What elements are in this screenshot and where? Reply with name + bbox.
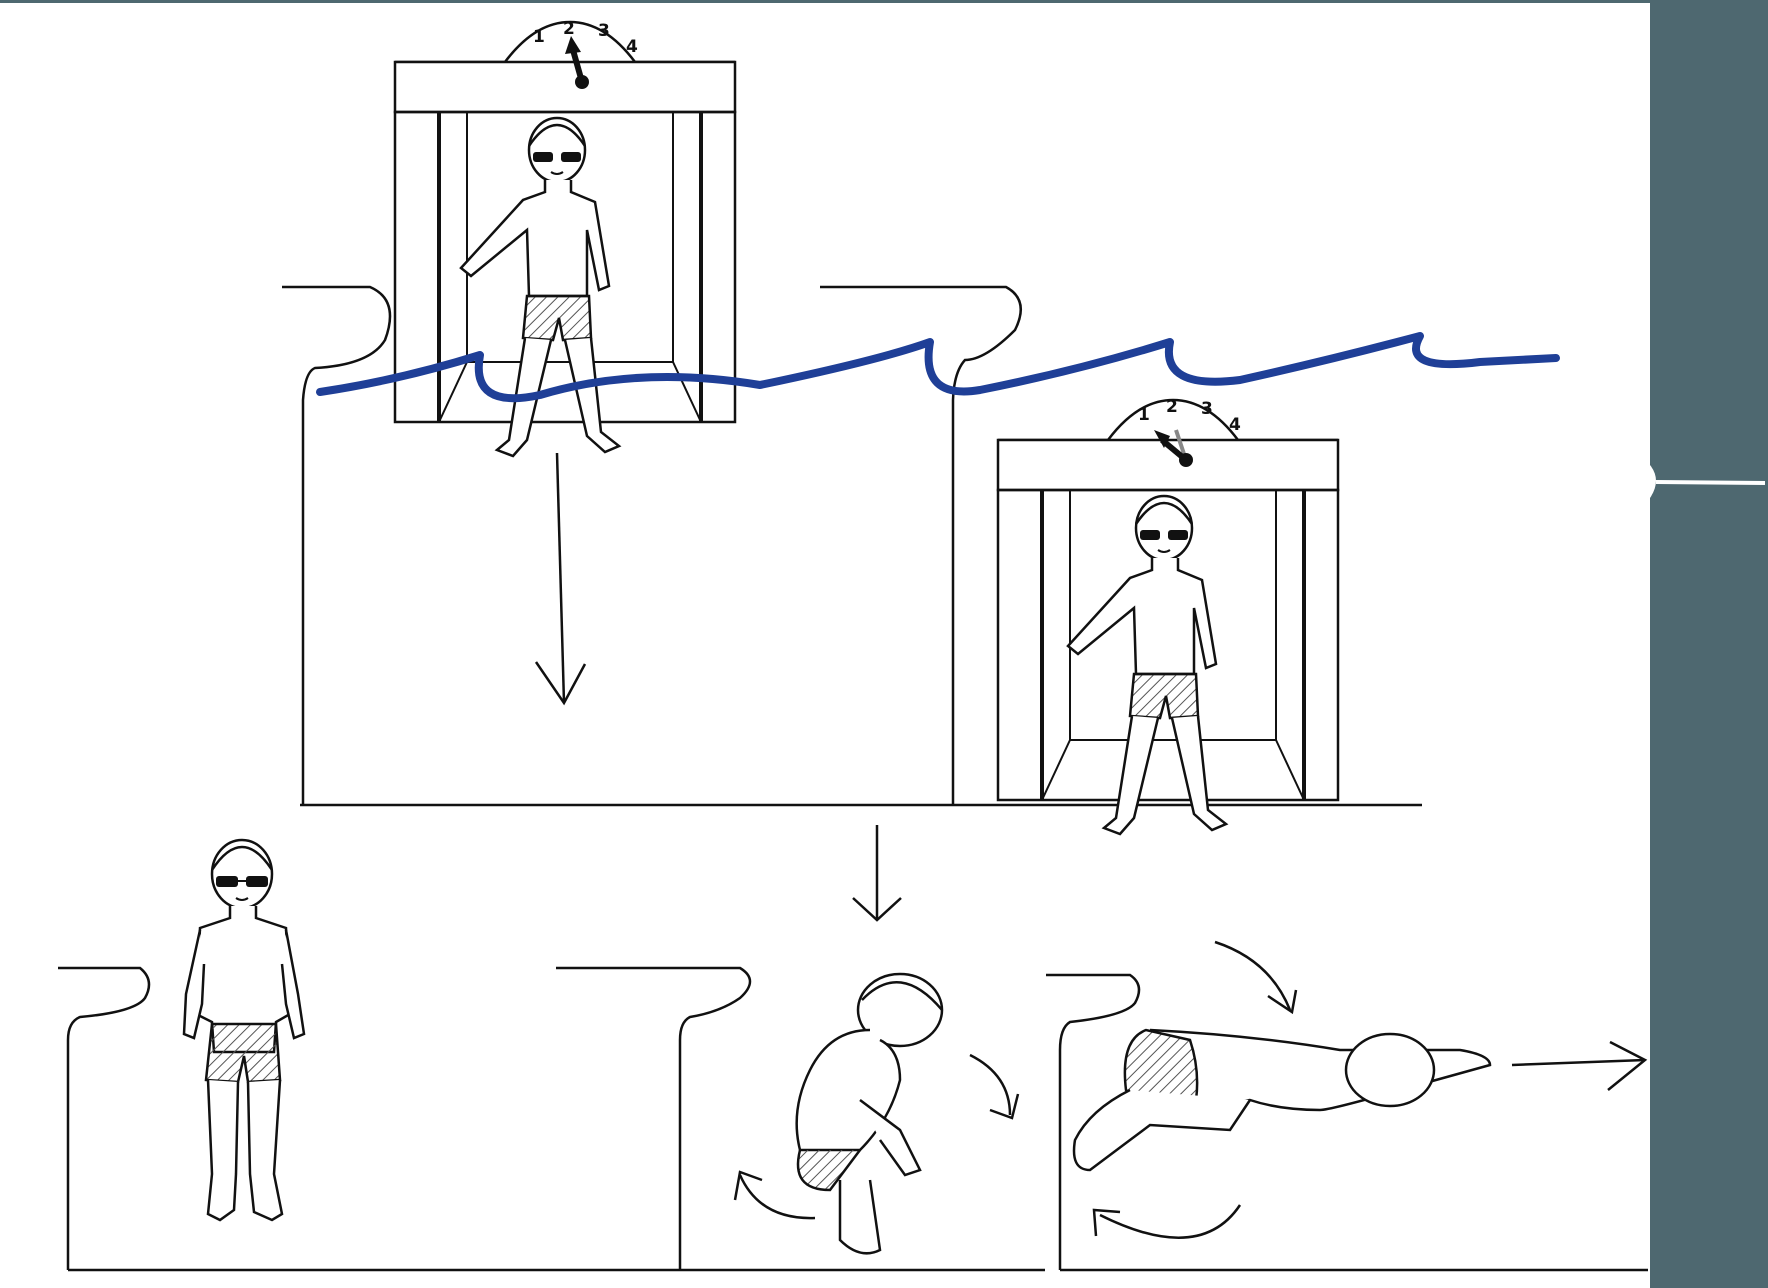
standing-swimmer [182, 838, 306, 1222]
rotation-arrows-dive [1092, 940, 1298, 1239]
svg-text:4: 4 [1229, 415, 1241, 435]
rotation-arrows-crouch [733, 1053, 1020, 1220]
svg-text:2: 2 [1166, 397, 1178, 417]
pool-edge-top [282, 285, 1422, 807]
down-arrow-booth [534, 452, 587, 706]
svg-text:2: 2 [563, 19, 575, 39]
side-panel-edge-marker [1650, 465, 1656, 498]
timer-dial-1: 1 2 3 4 [533, 19, 638, 89]
diving-swimmer [1072, 1028, 1492, 1172]
timer-dial-2: 1 2 3 4 [1138, 397, 1241, 467]
svg-text:4: 4 [626, 37, 638, 57]
swimmer-booth-2 [1066, 494, 1228, 836]
svg-text:1: 1 [1138, 405, 1150, 425]
side-panel-line [1655, 480, 1766, 485]
down-arrow-center [852, 825, 902, 922]
timer-booth-1: 1 2 3 4 [393, 19, 737, 458]
water-wave [316, 332, 1560, 403]
side-panel [1650, 0, 1768, 1288]
pool-edge-bottom [58, 966, 1648, 1272]
top-border [0, 0, 1768, 3]
svg-text:3: 3 [1201, 399, 1213, 419]
svg-text:3: 3 [598, 21, 610, 41]
crouching-swimmer [795, 972, 944, 1255]
svg-text:1: 1 [533, 27, 545, 47]
timer-booth-2: 1 2 3 4 [996, 397, 1340, 836]
forward-arrow [1511, 1040, 1648, 1091]
swimmer-booth-1 [459, 116, 621, 458]
